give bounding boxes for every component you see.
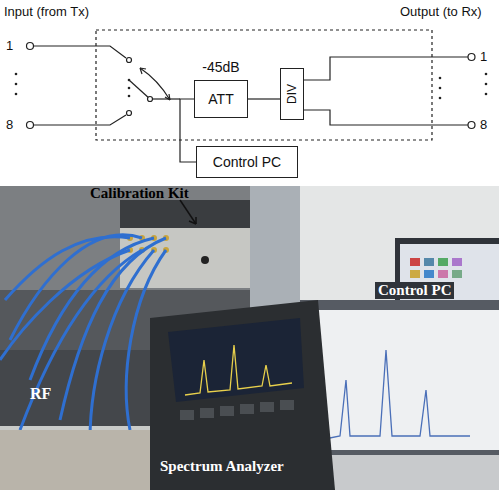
photo-callout: Calibration Kit [90,185,189,202]
photo-callout: RF [30,385,51,403]
port-number: 1 [6,38,13,53]
attenuator-box: -45dBATT [194,80,248,118]
port-number: 8 [6,117,13,132]
node-label: DIV [285,84,299,104]
photo-callout: Spectrum Analyzer [160,458,284,475]
port-number: 8 [480,117,487,132]
signal-wire [248,99,280,100]
node-label: ATT [208,91,233,107]
node-label: Control PC [213,154,281,170]
node-heading: -45dB [202,59,239,75]
control-pc-box: Control PC [196,146,298,178]
photo-callout: Control PC [375,282,454,299]
port-number: 1 [480,49,487,64]
port-group-label: Output (to Rx) [400,4,482,19]
port-group-label: Input (from Tx) [4,4,89,19]
divider-box: DIV [280,68,304,120]
